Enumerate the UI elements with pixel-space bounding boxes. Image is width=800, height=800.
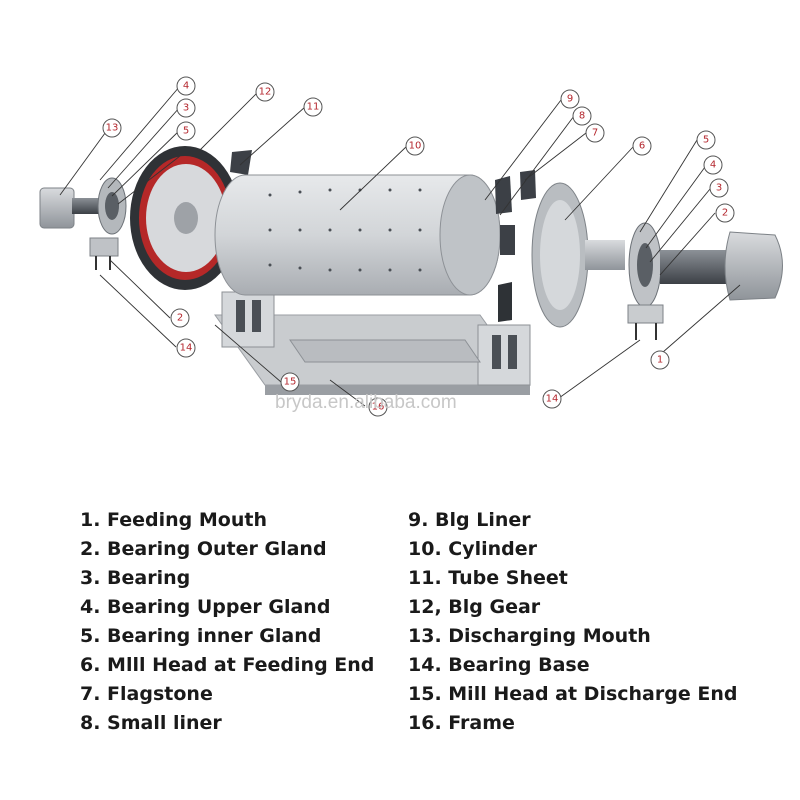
liners	[495, 170, 536, 322]
legend-item: 10. Cylinder	[408, 538, 538, 560]
svg-text:11: 11	[307, 102, 320, 113]
mill-head-feeding-end	[531, 182, 625, 328]
callout-3-right: 3	[709, 178, 729, 198]
callout-14-left: 14	[176, 338, 196, 358]
legend-item: 16. Frame	[408, 712, 515, 734]
svg-text:14: 14	[546, 394, 559, 405]
legend-item: 8. Small liner	[80, 712, 222, 734]
callout-13: 13	[102, 118, 122, 138]
right-bearing-assembly	[627, 222, 664, 340]
callout-4-left: 4	[176, 76, 196, 96]
legend-item: 5. Bearing inner Gland	[80, 625, 322, 647]
callout-1: 1	[650, 350, 670, 370]
legend-item: 6. Mlll Head at Feeding End	[80, 654, 375, 676]
callout-6: 6	[632, 136, 652, 156]
svg-text:2: 2	[722, 208, 728, 219]
frame	[214, 291, 531, 395]
svg-text:15: 15	[284, 377, 297, 388]
callout-5-left: 5	[176, 121, 196, 141]
feeding-mouth	[660, 231, 783, 301]
svg-text:3: 3	[183, 103, 189, 114]
legend-item: 12, Blg Gear	[408, 596, 541, 618]
svg-text:4: 4	[710, 160, 716, 171]
callout-10: 10	[405, 136, 425, 156]
svg-text:14: 14	[180, 343, 193, 354]
callout-7: 7	[585, 123, 605, 143]
callout-2-right: 2	[715, 203, 735, 223]
legend-item: 13. Discharging Mouth	[408, 625, 651, 647]
callout-14-right: 14	[542, 389, 562, 409]
leader-lines	[59, 85, 741, 407]
legend-column-left: 1. Feeding Mouth 2. Bearing Outer Gland …	[80, 506, 374, 738]
callout-4-right: 4	[703, 155, 723, 175]
svg-text:16: 16	[372, 402, 385, 413]
svg-text:7: 7	[592, 128, 598, 139]
svg-text:12: 12	[259, 87, 272, 98]
legend-item: 15. Mill Head at Discharge End	[408, 683, 738, 705]
svg-text:5: 5	[703, 135, 709, 146]
legend-item: 2. Bearing Outer Gland	[80, 538, 327, 560]
watermark-text: bryda.en.alibaba.com	[275, 392, 457, 413]
svg-text:5: 5	[183, 126, 189, 137]
callout-8: 8	[572, 106, 592, 126]
legend-item: 14. Bearing Base	[408, 654, 590, 676]
legend-column-right: 9. Blg Liner 10. Cylinder 11. Tube Sheet…	[408, 506, 737, 738]
svg-text:13: 13	[106, 123, 119, 134]
svg-text:10: 10	[409, 141, 422, 152]
callout-3-left: 3	[176, 98, 196, 118]
callout-12: 12	[255, 82, 275, 102]
svg-text:6: 6	[639, 141, 645, 152]
callout-15: 15	[280, 372, 300, 392]
callout-5-right: 5	[696, 130, 716, 150]
callout-16: 16	[368, 397, 388, 417]
ball-mill-exploded-diagram: 13 4 3 5 12 11 10 9 8 7 6 5 4 3 2 1 2 14…	[39, 76, 783, 417]
svg-text:3: 3	[716, 183, 722, 194]
svg-text:1: 1	[657, 355, 663, 366]
legend-item: 1. Feeding Mouth	[80, 509, 267, 531]
big-gear	[130, 146, 240, 290]
callout-9: 9	[560, 89, 580, 109]
legend-item: 4. Bearing Upper Gland	[80, 596, 331, 618]
callout-11: 11	[303, 97, 323, 117]
legend-item: 9. Blg Liner	[408, 509, 531, 531]
svg-text:9: 9	[567, 94, 573, 105]
callout-2-left: 2	[170, 308, 190, 328]
left-bearing-assembly	[89, 177, 127, 270]
legend-item: 11. Tube Sheet	[408, 567, 568, 589]
svg-text:8: 8	[579, 111, 585, 122]
svg-text:4: 4	[183, 81, 189, 92]
legend-item: 3. Bearing	[80, 567, 191, 589]
legend-item: 7. Flagstone	[80, 683, 213, 705]
svg-text:2: 2	[177, 313, 183, 324]
cylinder	[214, 174, 501, 296]
